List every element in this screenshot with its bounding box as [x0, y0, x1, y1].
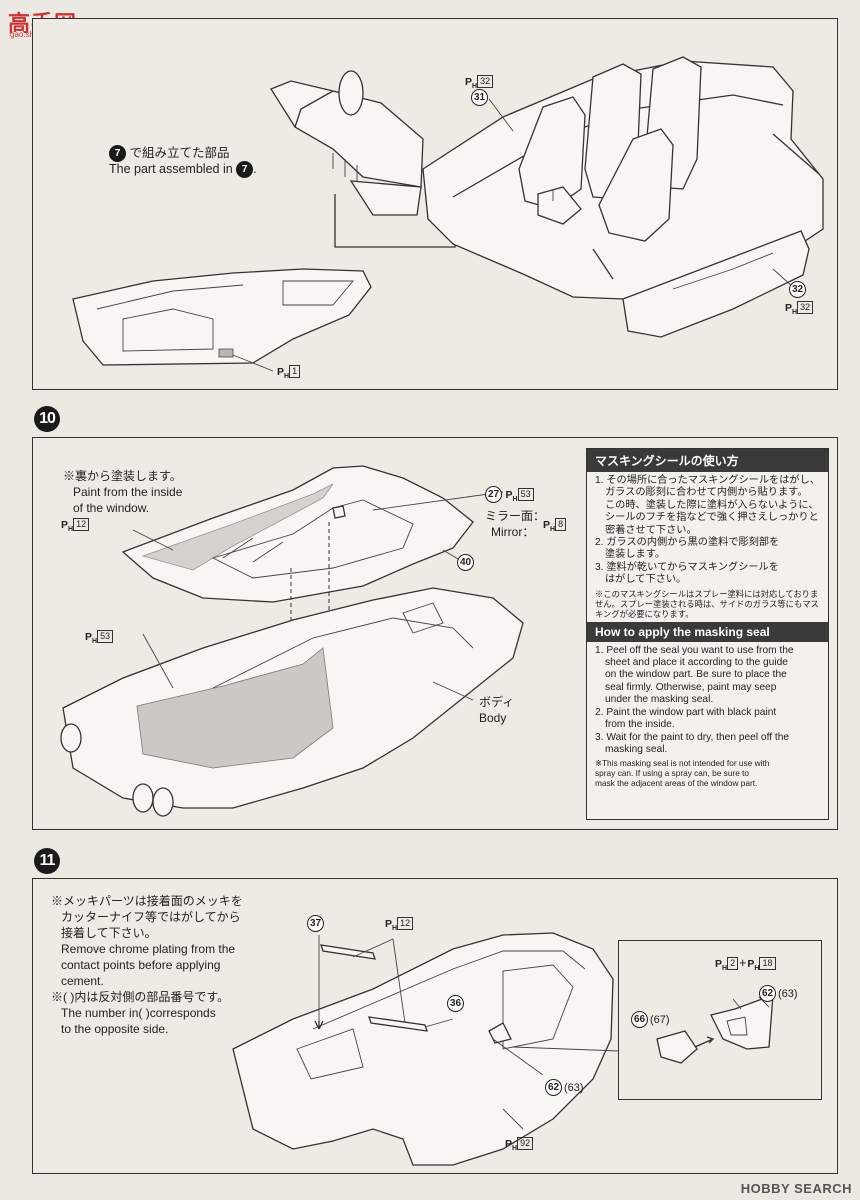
detail-codes: PH2+PH18	[715, 955, 776, 977]
wiper-code: PH12	[385, 915, 414, 937]
paint-inside-note-jp: ※裏から塗装します。	[63, 469, 182, 483]
masking-line: from the inside.	[605, 719, 675, 731]
part-37: 37	[307, 915, 324, 933]
masking-note-line: ※このマスキングシールはスプレー塗料には対応しておりま	[595, 588, 819, 599]
masking-line: 2. Paint the window part with black pain…	[595, 706, 777, 718]
masking-steps-en: 1. Peel off the seal you want to use fro…	[587, 642, 828, 759]
chrome-note-line: Remove chrome plating from the	[61, 942, 236, 956]
chrome-note-line: to the opposite side.	[61, 1022, 169, 1036]
masking-line: はがして下さい。	[605, 574, 687, 586]
step7-ref: 7	[236, 161, 254, 179]
paint-inside-note-en2: of the window.	[73, 501, 150, 515]
part-32: 32	[789, 281, 806, 299]
step-11-panel: ※メッキパーツは接着面のメッキをカッターナイフ等ではがしてから接着して下さい。 R…	[32, 878, 838, 1174]
masking-line: 1. その場所に合ったマスキングシールをはがし、	[595, 475, 820, 486]
interior-assembly-panel: 7 で組み立てた部品 The part assembled in 7. PH32…	[32, 18, 838, 390]
part-36: 36	[447, 995, 464, 1013]
detail-part-66: 66(67)	[631, 1011, 670, 1029]
body-window-drawing	[60, 465, 524, 817]
masking-note-line: キングが必要になります。	[595, 608, 694, 619]
masking-line: under the masking seal.	[605, 694, 714, 706]
masking-line: masking seal.	[605, 743, 668, 755]
masking-line: 密着させて下さい。	[605, 524, 697, 536]
masking-note-line: spray can. If using a spray can, be sure…	[595, 768, 750, 779]
chrome-notes: ※メッキパーツは接着面のメッキをカッターナイフ等ではがしてから接着して下さい。 R…	[51, 893, 243, 1037]
part-31-code: PH32	[465, 73, 494, 95]
masking-line: 3. 塗料が乾いてからマスキングシールを	[595, 561, 779, 573]
step-10-badge: 10	[34, 406, 60, 432]
masking-line: この時、塗装した際に塗料が入らないように、	[605, 499, 819, 511]
masking-steps-jp: 1. その場所に合ったマスキングシールをはがし、ガラスの彫刻に合わせて内側から貼…	[587, 472, 828, 589]
body-label-jp: ボディ	[479, 695, 515, 709]
part-32-code: PH32	[785, 299, 814, 321]
detail-part-62: 62(63)	[759, 985, 798, 1003]
masking-title-jp: マスキングシールの使い方	[587, 449, 828, 472]
part-62-63: 62(63)	[545, 1079, 584, 1097]
masking-title-en: How to apply the masking seal	[587, 621, 828, 642]
masking-seal-instructions: マスキングシールの使い方 1. その場所に合ったマスキングシールをはがし、ガラス…	[586, 448, 829, 820]
masking-line: on the window part. Be sure to place the	[605, 669, 787, 681]
masking-line: 3. Wait for the paint to dry, then peel …	[595, 731, 790, 743]
chrome-note-line: The number in( )corresponds	[61, 1006, 216, 1020]
masking-note-line: mask the adjacent areas of the window pa…	[595, 778, 758, 789]
part-40: 40	[457, 554, 474, 572]
masking-note-line: せん。スプレー塗装される時は、サイドのガラス等にもマス	[595, 598, 819, 609]
masking-line: ガラスの彫刻に合わせて内側から貼ります。	[605, 487, 808, 499]
body-label-en: Body	[479, 711, 507, 725]
step7-callout: 7	[109, 145, 126, 163]
chrome-note-line: cement.	[61, 974, 104, 988]
chrome-parts-drawing	[232, 932, 774, 1166]
assembled-en-text: The part assembled in	[109, 162, 233, 176]
masking-note-jp: ※このマスキングシールはスプレー塗料には対応しておりません。スプレー塗装される時…	[587, 589, 828, 622]
chrome-note-line: ※( )内は反対側の部品番号です。	[51, 990, 230, 1004]
paint-inside-note-en1: Paint from the inside	[73, 485, 183, 499]
chrome-note-line: カッターナイフ等ではがしてから	[61, 910, 241, 924]
chrome-note-line: ※メッキパーツは接着面のメッキを	[51, 894, 243, 908]
hobby-search-watermark: HOBBY SEARCH	[740, 1181, 852, 1196]
window-paint-code: PH12	[61, 516, 90, 538]
masking-line: seal firmly. Otherwise, paint may seep	[605, 681, 777, 693]
assembled-jp-text: で組み立てた部品	[129, 146, 230, 160]
mirror-label-en: Mirror：	[491, 525, 535, 539]
masking-note-en: ※This masking seal is not intended for u…	[587, 758, 828, 791]
interior-drawing	[72, 56, 824, 372]
body-chrome-code: PH92	[505, 1135, 534, 1157]
mirror-paint-code: PH8	[543, 516, 567, 538]
masking-line: シールのフチを指などで強く押さえしっかりと	[605, 512, 819, 524]
masking-line: 塗装します。	[605, 549, 666, 561]
mirror-detail-box: PH2+PH18 62(63) 66(67)	[618, 940, 822, 1100]
masking-note-line: ※This masking seal is not intended for u…	[595, 758, 770, 769]
masking-line: 1. Peel off the seal you want to use fro…	[595, 644, 794, 656]
masking-line: 2. ガラスの内側から黒の塗料で彫刻部を	[595, 537, 780, 549]
door-panel-code: PH1	[277, 363, 301, 385]
mirror-label-jp: ミラー面：	[485, 509, 546, 523]
assembled-part-label-en: The part assembled in 7.	[109, 161, 257, 179]
chrome-note-line: 接着して下さい。	[61, 926, 157, 940]
part-27-mirror: 27 PH53	[485, 486, 534, 508]
chrome-note-line: contact points before applying	[61, 958, 221, 972]
step-11-badge: 11	[34, 848, 60, 874]
assembled-part-label-jp: 7 で組み立てた部品	[109, 145, 230, 163]
part-31: 31	[471, 89, 488, 107]
interior-paint-code: PH53	[85, 628, 114, 650]
masking-line: sheet and place it according to the guid…	[605, 657, 788, 669]
